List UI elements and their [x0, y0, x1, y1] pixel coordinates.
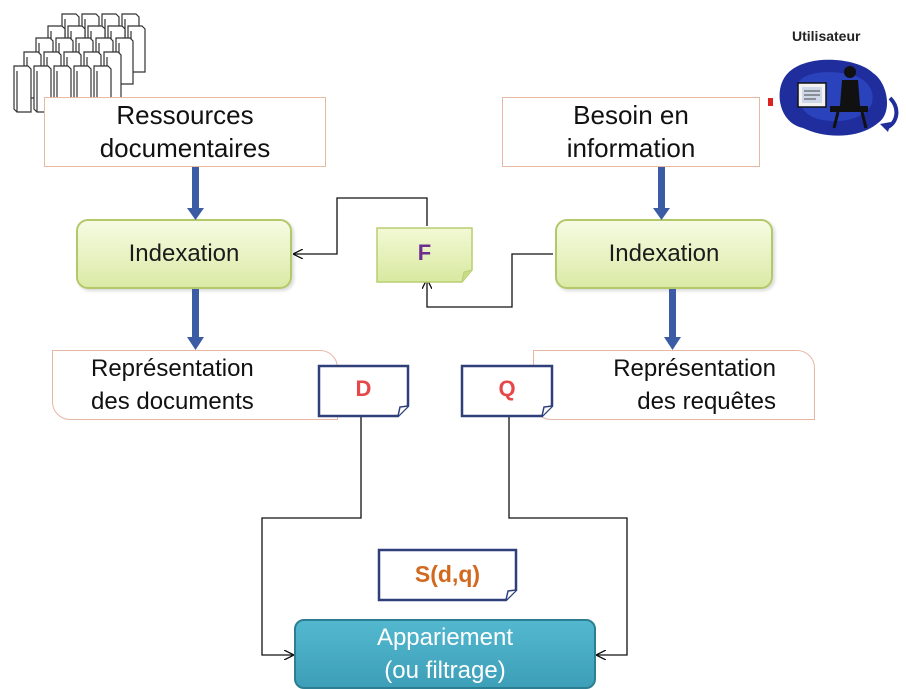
indexation-right-label: Indexation [608, 240, 720, 267]
information-need-box: Besoin en information [502, 97, 760, 167]
document-representation-line2: des documents [91, 388, 254, 415]
user-at-computer-icon [768, 59, 899, 136]
matching-box: Appariement (ou filtrage) [294, 619, 596, 689]
connector-right-indexation-to-f [427, 253, 553, 308]
indexation-left-label: Indexation [128, 240, 240, 267]
matching-line1: Appariement [376, 624, 514, 651]
matching-line2: (ou filtrage) [384, 657, 506, 684]
connector-q-to-matching [508, 414, 628, 655]
document-representation-line1: Représentation [91, 355, 254, 382]
flow-arrows [187, 167, 681, 350]
query-representation-line1: Représentation [613, 355, 776, 382]
flow-arrow-resources-to-indexation [192, 167, 199, 211]
indexation-right-box: Indexation [555, 219, 773, 289]
query-representation-line2: des requêtes [637, 388, 776, 415]
flow-arrow-head-3 [187, 337, 204, 350]
flow-arrow-need-to-indexation [658, 167, 665, 211]
indexation-left-box: Indexation [76, 219, 292, 289]
q-note-fold [541, 405, 553, 417]
flow-arrow-indexation-to-queries [669, 289, 676, 339]
flow-arrow-head-2 [653, 208, 670, 220]
q-label: Q [498, 376, 516, 401]
flow-arrow-indexation-to-docs [192, 289, 199, 339]
document-representation-box: Représentation des documents [52, 350, 338, 420]
connector-f-to-left-indexation [294, 197, 428, 254]
f-note-fold [461, 269, 473, 283]
information-need-line1: Besoin en [573, 100, 689, 130]
d-label: D [355, 376, 372, 401]
document-page [13, 65, 32, 113]
score-label: S(d,q) [414, 561, 481, 587]
document-resources-line1: Ressources [116, 100, 254, 130]
user-label: Utilisateur [792, 28, 861, 44]
connector-lines [261, 197, 628, 655]
user-illustration: Utilisateur [768, 28, 906, 143]
score-note-fold [505, 589, 517, 601]
flow-arrow-head-1 [187, 208, 204, 220]
f-label: F [417, 240, 432, 265]
flow-arrow-head-4 [664, 337, 681, 350]
d-note-fold [397, 405, 409, 417]
document-resources-line2: documentaires [99, 133, 271, 163]
document-resources-box: Ressources documentaires [44, 97, 326, 167]
information-need-line2: information [566, 133, 696, 163]
connector-d-to-matching [261, 414, 362, 655]
